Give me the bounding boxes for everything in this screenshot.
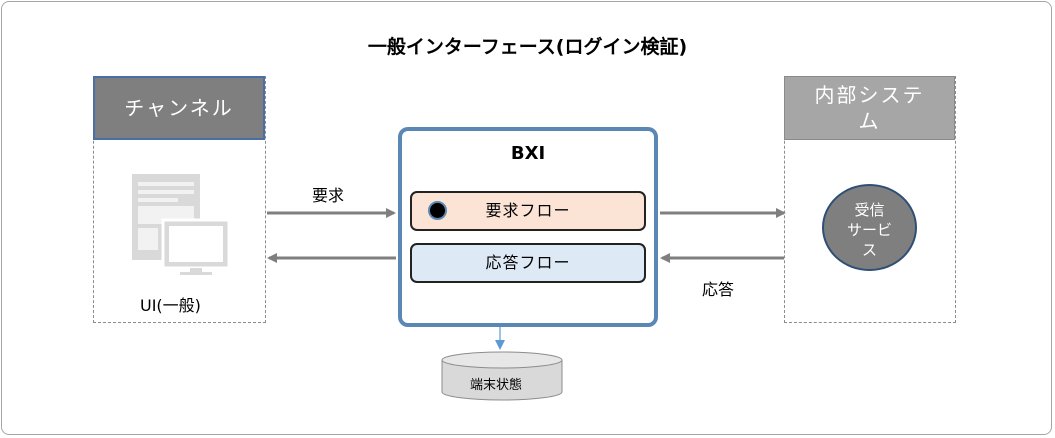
ui-label: UI(一般) [140, 296, 201, 315]
request-label: 要求 [312, 186, 345, 205]
flow-dot-icon [428, 201, 447, 220]
internal-system-header: 内部システ ム [784, 76, 955, 140]
desktop-tablet-icon [132, 174, 231, 275]
diagram-title: 一般インターフェース(ログイン検証) [367, 36, 688, 58]
channel-header: チャンネル [93, 76, 265, 140]
internal-header-line1: 内部システ [814, 83, 925, 107]
storage-label: 端末状態 [470, 378, 523, 393]
bxi-title: BXI [510, 143, 546, 164]
request-flow-box: 要求フロー [410, 191, 646, 231]
response-label: 応答 [702, 280, 735, 299]
service-line1: 受信 [854, 201, 885, 219]
internal-header-line2: ム [858, 109, 881, 133]
bxi-box: BXI 要求フロー 応答フロー [398, 127, 658, 327]
response-flow-label: 応答フロー [485, 253, 571, 272]
service-line3: ス [861, 241, 877, 259]
service-line2: サービ [846, 221, 892, 239]
response-flow-box: 応答フロー [410, 243, 646, 283]
database-cylinder-icon [441, 351, 563, 401]
request-flow-label: 要求フロー [485, 201, 571, 220]
receive-service-circle: 受信 サービ ス [822, 184, 917, 271]
